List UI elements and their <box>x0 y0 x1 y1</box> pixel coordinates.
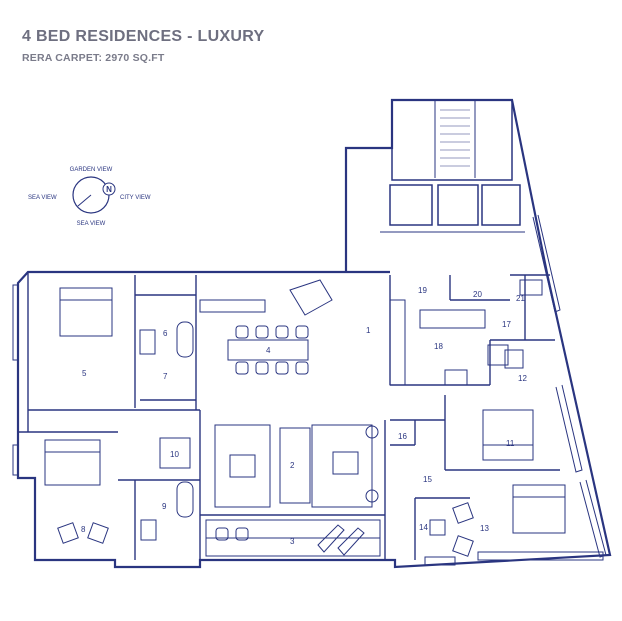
compass-bottom-label: SEA VIEW <box>77 221 106 227</box>
compass-labels: GARDEN VIEW SEA VIEW CITY VIEW SEA VIEW … <box>28 167 151 227</box>
kitchen <box>389 299 509 386</box>
room-label-19: 19 <box>418 286 427 295</box>
room-label-6: 6 <box>163 329 168 338</box>
internal-walls <box>18 272 560 560</box>
room-label-21: 21 <box>516 294 525 303</box>
room-label-13: 13 <box>480 524 489 533</box>
compass-left-label: SEA VIEW <box>28 195 57 201</box>
room-label-16: 16 <box>398 432 407 441</box>
plan-title: 4 BED RESIDENCES - LUXURY <box>22 28 265 45</box>
room-label-3: 3 <box>290 537 295 546</box>
room-label-17: 17 <box>502 320 511 329</box>
room-label-2: 2 <box>290 461 295 470</box>
compass-top-label: GARDEN VIEW <box>70 167 113 173</box>
compass-right-label: CITY VIEW <box>120 195 151 201</box>
room-label-9: 9 <box>162 502 167 511</box>
dining-set <box>199 299 309 375</box>
room-label-4: 4 <box>266 346 271 355</box>
room-label-20: 20 <box>473 290 482 299</box>
windows <box>12 214 607 566</box>
room-label-5: 5 <box>82 369 87 378</box>
room-label-11: 11 <box>506 439 515 448</box>
room-labels: 1 2 3 4 5 6 7 8 9 10 11 12 13 14 15 16 1… <box>81 286 527 546</box>
lift-core <box>380 99 525 233</box>
living-furniture <box>214 279 379 508</box>
room-label-10: 10 <box>170 450 179 459</box>
plan-subtitle: RERA CARPET: 2970 SQ.FT <box>22 52 165 64</box>
terrace-furniture <box>57 502 474 557</box>
compass-north-label: N <box>106 185 112 194</box>
compass <box>72 176 116 214</box>
room-label-1: 1 <box>366 326 371 335</box>
room-label-8: 8 <box>81 525 86 534</box>
room-label-12: 12 <box>518 374 527 383</box>
beds <box>44 287 566 534</box>
room-label-14: 14 <box>419 523 428 532</box>
bathrooms <box>139 279 543 541</box>
room-label-18: 18 <box>434 342 443 351</box>
room-label-7: 7 <box>163 372 168 381</box>
room-label-15: 15 <box>423 475 432 484</box>
